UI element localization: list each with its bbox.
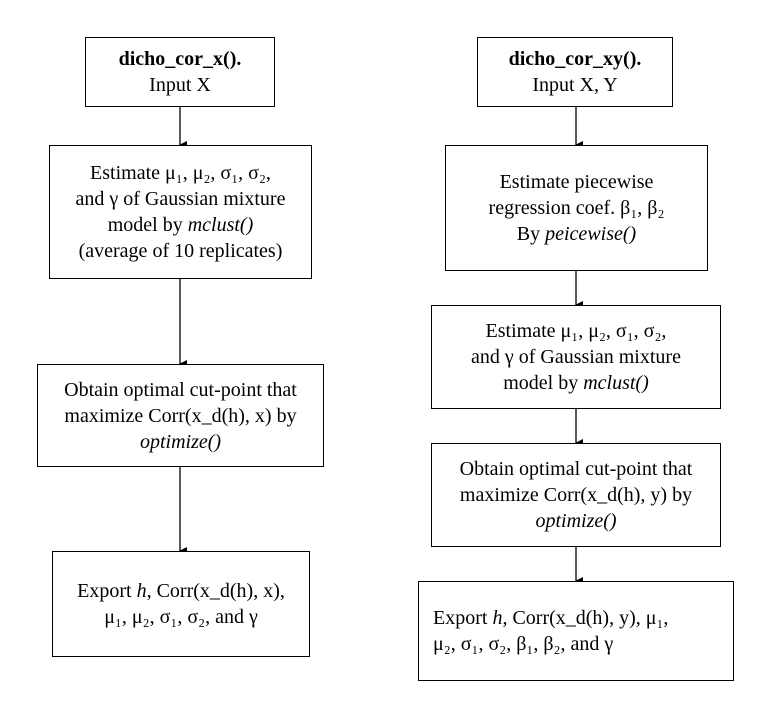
right-piecewise-line2: regression coef. β₁, β₂ <box>488 197 665 219</box>
right-piecewise-box: Estimate piecewise regression coef. β₁, … <box>445 145 708 271</box>
right-optimize-line1: Obtain optimal cut-point that <box>459 458 693 480</box>
right-export-box: Export h, Corr(x_d(h), y), μ₁, μ₂, σ₁, σ… <box>418 581 734 681</box>
right-input-label: Input X, Y <box>532 74 618 96</box>
right-estimate-line2: and γ of Gaussian mixture <box>471 346 681 368</box>
right-piecewise-line3: By peicewise() <box>516 223 637 245</box>
right-function-name: dicho_cor_xy(). <box>508 48 642 70</box>
mclust-function: mclust() <box>583 372 649 394</box>
left-export-line1: Export h, Corr(x_d(h), x), <box>77 580 285 602</box>
left-optimize-line1: Obtain optimal cut-point that <box>64 378 297 401</box>
left-estimate-line3: model by mclust() <box>107 214 254 236</box>
piecewise-function: peicewise() <box>545 223 637 245</box>
left-estimate-line1: Estimate μ₁, μ₂, σ₁, σ₂, <box>90 162 271 184</box>
left-estimate-line2: and γ of Gaussian mixture <box>75 188 286 210</box>
right-export-line1: Export h, Corr(x_d(h), y), μ₁, <box>433 607 669 629</box>
right-export-line2: μ₂, σ₁, σ₂, β₁, β₂, and γ <box>433 633 614 655</box>
left-function-name: dicho_cor_x(). <box>118 48 242 70</box>
right-input-box: dicho_cor_xy(). Input X, Y <box>477 37 673 107</box>
right-optimize-line3: optimize() <box>535 510 617 532</box>
left-optimize-line2: maximize Corr(x_d(h), x) by <box>64 404 297 427</box>
right-optimize-line2: maximize Corr(x_d(h), y) by <box>459 484 693 506</box>
right-optimize-box: Obtain optimal cut-point that maximize C… <box>431 443 721 547</box>
left-optimize-line3: optimize() <box>139 430 222 453</box>
right-estimate-line3: model by mclust() <box>503 372 649 394</box>
left-input-label: Input X <box>149 74 211 96</box>
right-estimate-mixture-box: Estimate μ₁, μ₂, σ₁, σ₂, and γ of Gaussi… <box>431 305 721 409</box>
left-export-box: Export h, Corr(x_d(h), x), μ₁, μ₂, σ₁, σ… <box>52 551 310 657</box>
right-estimate-line1: Estimate μ₁, μ₂, σ₁, σ₂, <box>485 320 667 342</box>
left-export-line2: μ₁, μ₂, σ₁, σ₂, and γ <box>104 606 258 628</box>
left-input-box: dicho_cor_x(). Input X <box>85 37 275 107</box>
left-estimate-line4: (average of 10 replicates) <box>78 240 283 262</box>
mclust-function: mclust() <box>187 214 254 236</box>
left-optimize-box: Obtain optimal cut-point that maximize C… <box>37 364 324 467</box>
left-estimate-mixture-box: Estimate μ₁, μ₂, σ₁, σ₂, and γ of Gaussi… <box>49 145 312 279</box>
right-piecewise-line1: Estimate piecewise <box>499 171 654 193</box>
